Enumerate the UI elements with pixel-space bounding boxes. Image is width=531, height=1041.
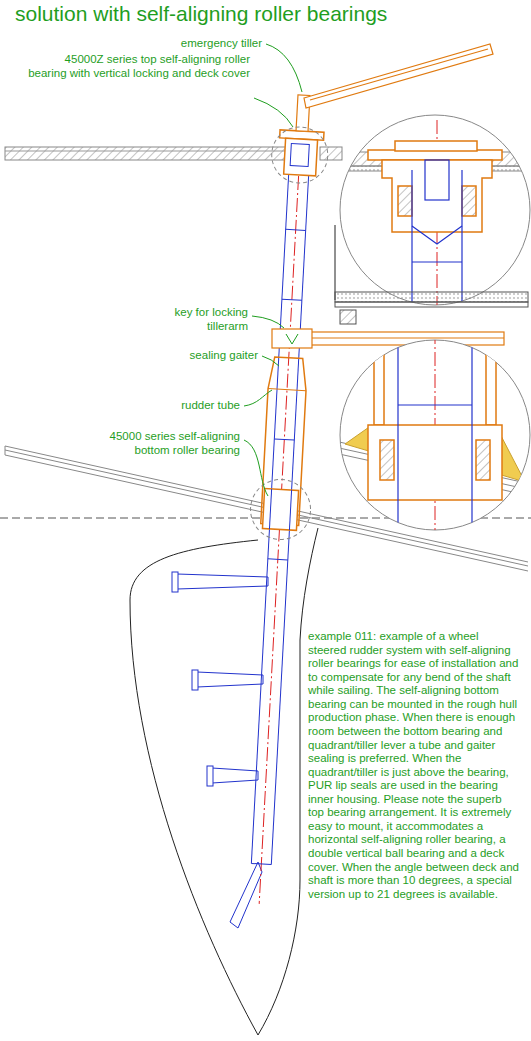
title: solution with self-aligning roller beari… — [15, 2, 387, 27]
top-bearing-detail — [330, 115, 531, 310]
note-text: example 011: example of a wheel steered … — [308, 630, 520, 901]
bottom-bearing-detail — [330, 330, 531, 540]
rudder-stock-arms — [172, 572, 268, 928]
part-label: 45000Z series top self-aligning roller b… — [25, 53, 250, 80]
deck-structure — [335, 225, 528, 324]
leader-lines — [244, 44, 302, 496]
part-label: rudder tube — [130, 399, 240, 413]
tiller-arm — [272, 329, 504, 348]
part-label: key for locking tillerarm — [148, 306, 248, 333]
part-label: sealing gaiter — [148, 349, 258, 363]
emergency-tiller — [304, 44, 493, 108]
key — [286, 334, 298, 344]
part-label: emergency tiller — [142, 37, 262, 51]
part-label: 45000 series self-aligning bottom roller… — [80, 430, 240, 457]
rudder-blade — [130, 528, 318, 1035]
